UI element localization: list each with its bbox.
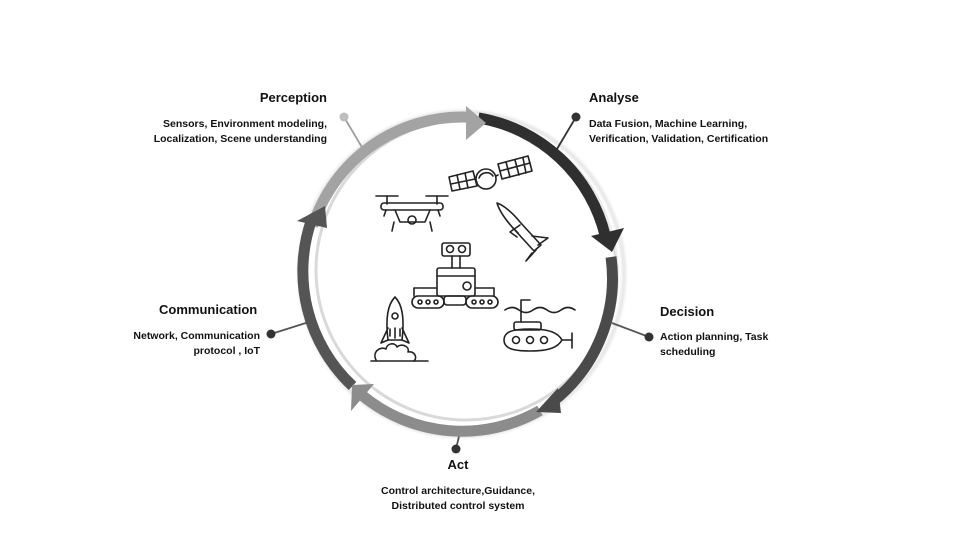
arrowhead-communication — [297, 206, 327, 228]
arrowhead-decision — [536, 388, 561, 413]
communication-dot — [266, 329, 276, 339]
arc-perception — [307, 111, 468, 228]
stage-description: Action planning, Task scheduling — [660, 331, 769, 358]
stage-title: Analyse — [589, 90, 639, 105]
arc-communication — [297, 218, 357, 391]
perception-dot — [339, 112, 349, 122]
stage-description: Control architecture,Guidance, Distribut… — [380, 485, 536, 512]
stage-title: Decision — [660, 304, 715, 319]
stage-description: Sensors, Environment modeling, Localizat… — [153, 118, 327, 145]
rocket-icon — [370, 296, 429, 362]
stage-title: Perception — [259, 90, 327, 105]
decision-dot — [644, 332, 654, 342]
stage-description: Data Fusion, Machine Learning, Verificat… — [589, 118, 769, 145]
stage-perception: Perception Sensors, Environment modeling… — [150, 90, 327, 147]
cycle-arcs — [297, 111, 618, 437]
submarine-icon — [503, 299, 576, 352]
stage-act: Act Control architecture,Guidance, Distr… — [358, 457, 558, 514]
connectors — [266, 112, 654, 454]
missile-icon — [496, 202, 549, 262]
stage-communication: Communication Network, Communication pro… — [120, 302, 260, 359]
arc-act — [359, 391, 543, 437]
stage-title: Act — [447, 457, 469, 472]
rover-icon — [411, 242, 499, 309]
arrowhead-act — [351, 384, 374, 411]
stage-decision: Decision Action planning, Task schedulin… — [660, 304, 810, 360]
arrowhead-perception — [466, 106, 486, 140]
stage-description: Network, Communication protocol , IoT — [133, 330, 260, 357]
stage-analyse: Analyse Data Fusion, Machine Learning, V… — [589, 90, 809, 147]
drone-icon — [375, 195, 449, 232]
satellite-icon — [448, 155, 533, 192]
arc-decision — [550, 256, 618, 406]
act-dot — [451, 444, 461, 454]
arc-analyse — [477, 112, 611, 238]
arrowhead-analyse — [591, 228, 624, 252]
arrow-heads — [297, 106, 624, 413]
stage-title: Communication — [159, 302, 258, 317]
analyse-dot — [571, 112, 581, 122]
